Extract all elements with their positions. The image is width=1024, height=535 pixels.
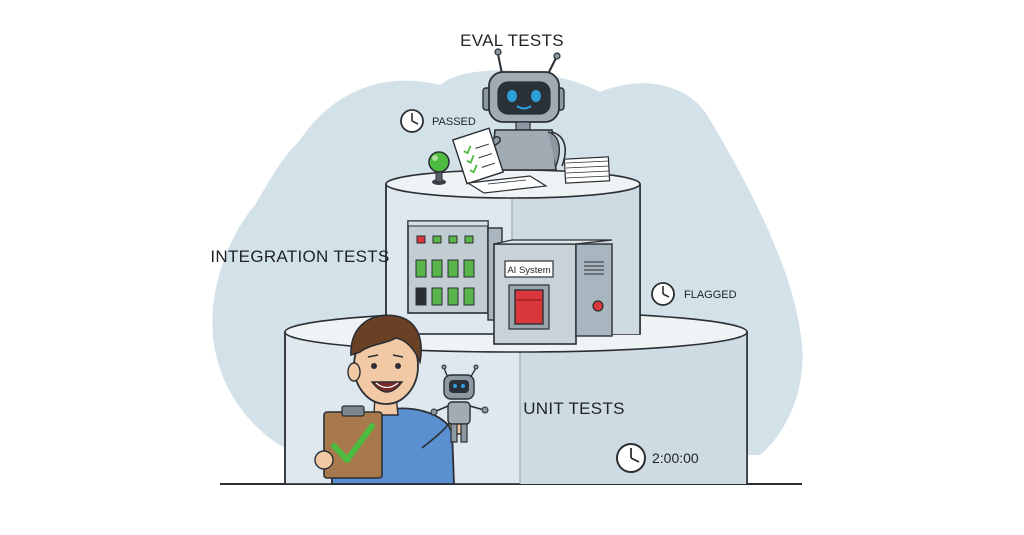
unit-tests-label: UNIT TESTS: [523, 399, 625, 418]
eval-tests-label: EVAL TESTS: [460, 31, 564, 50]
passed-label: PASSED: [432, 116, 476, 128]
small-robot-figure: [430, 364, 489, 443]
clock-icon: [616, 443, 646, 473]
ai-system-badge: [504, 260, 554, 278]
toggle-switches: [415, 259, 475, 306]
timer-label: 2:00:00: [652, 450, 699, 466]
clock-icon: [400, 109, 424, 133]
robot-checklist: [451, 127, 505, 185]
flagged-label: FLAGGED: [684, 289, 737, 301]
indicator-lights: [416, 235, 474, 244]
red-switch: [514, 289, 544, 325]
check-icon: [331, 423, 375, 463]
ai-system-badge-label: AI System: [507, 265, 550, 276]
desk-papers: [466, 156, 611, 194]
robot-evaluator: [478, 48, 566, 171]
switch-panel: [407, 220, 503, 321]
clock-icon: [651, 282, 675, 306]
green-lamp: [428, 151, 450, 185]
integration-tests-label: INTEGRATION TESTS: [210, 247, 389, 266]
ai-system-box: AI System: [493, 239, 613, 345]
person-clipboard: [314, 405, 383, 479]
